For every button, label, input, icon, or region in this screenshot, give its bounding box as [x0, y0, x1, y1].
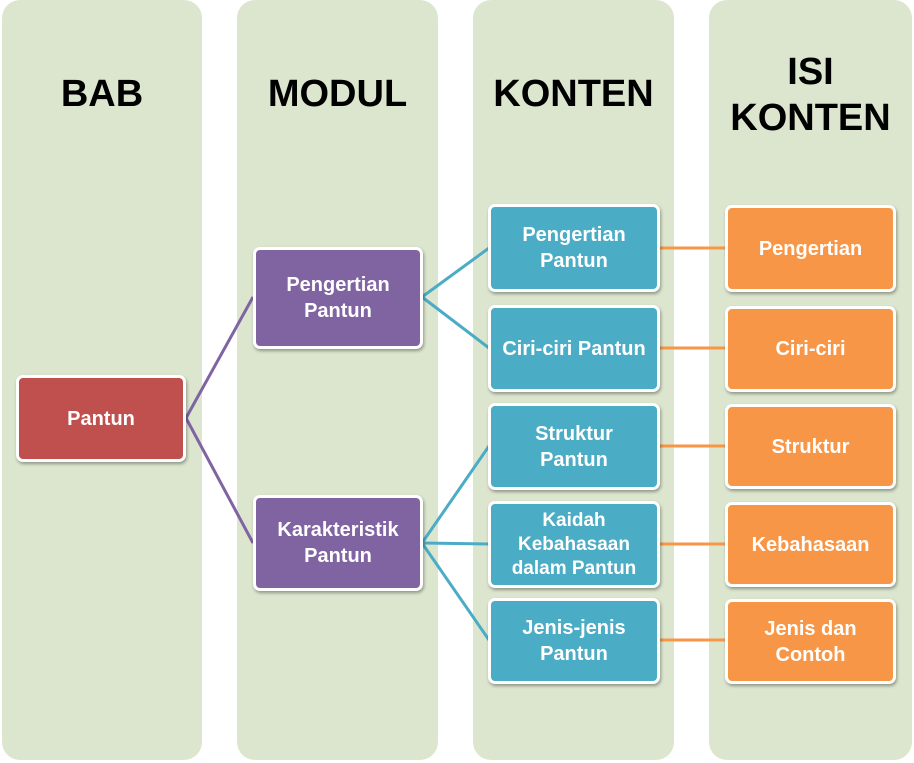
connector-modul2-konten5	[420, 542, 491, 641]
node-isi-pengertian: Pengertian	[725, 205, 896, 292]
node-konten-kaidah: Kaidah Kebahasaan dalam Pantun	[488, 501, 660, 588]
connector-modul1-konten2	[421, 295, 490, 350]
node-isi-label: Jenis dan Contoh	[764, 617, 857, 666]
column-modul: MODUL	[237, 0, 438, 760]
column-title-isi-line1: ISI	[787, 51, 834, 93]
column-title-bab: BAB	[60, 73, 144, 115]
node-isi-label: Pengertian	[758, 237, 863, 260]
column-title-modul: MODUL	[267, 73, 408, 115]
node-isi-struktur: Struktur	[725, 404, 896, 489]
column-title-isi-line2: KONTEN	[730, 97, 891, 139]
node-konten-label: Kaidah Kebahasaan dalam Pantun	[511, 509, 637, 579]
node-konten-label: Struktur Pantun	[535, 422, 613, 471]
node-isi-label: Kebahasaan	[751, 533, 870, 556]
node-isi-label: Struktur	[771, 435, 850, 458]
node-modul-karakteristik: Karakteristik Pantun	[253, 495, 423, 591]
node-konten-label: Ciri-ciri Pantun	[502, 337, 646, 360]
connector-bab-modul-2	[184, 417, 255, 544]
node-modul-label: Pengertian Pantun	[286, 274, 390, 322]
column-title-konten: KONTEN	[493, 73, 654, 115]
connector-modul2-konten4	[421, 541, 490, 546]
connector-modul1-konten1	[421, 246, 490, 299]
node-konten-label: Jenis-jenis Pantun	[522, 617, 626, 665]
node-isi-label: Ciri-ciri	[775, 338, 846, 360]
node-isi-ciri-ciri: Ciri-ciri	[725, 306, 896, 392]
node-konten-ciri-ciri: Ciri-ciri Pantun	[488, 305, 660, 392]
connector-bab-modul-1	[184, 296, 255, 419]
connector-modul2-konten3	[420, 445, 491, 544]
node-konten-jenis: Jenis-jenis Pantun	[488, 598, 660, 684]
node-isi-kebahasaan: Kebahasaan	[725, 502, 896, 587]
node-modul-pengertian: Pengertian Pantun	[253, 247, 423, 349]
node-konten-pengertian: Pengertian Pantun	[488, 204, 660, 292]
node-isi-jenis-contoh: Jenis dan Contoh	[725, 599, 896, 684]
node-modul-label: Karakteristik Pantun	[277, 519, 399, 567]
node-bab-label: Pantun	[67, 407, 135, 430]
node-konten-struktur: Struktur Pantun	[488, 403, 660, 490]
node-bab-pantun: Pantun	[16, 375, 186, 462]
node-konten-label: Pengertian Pantun	[522, 224, 626, 272]
